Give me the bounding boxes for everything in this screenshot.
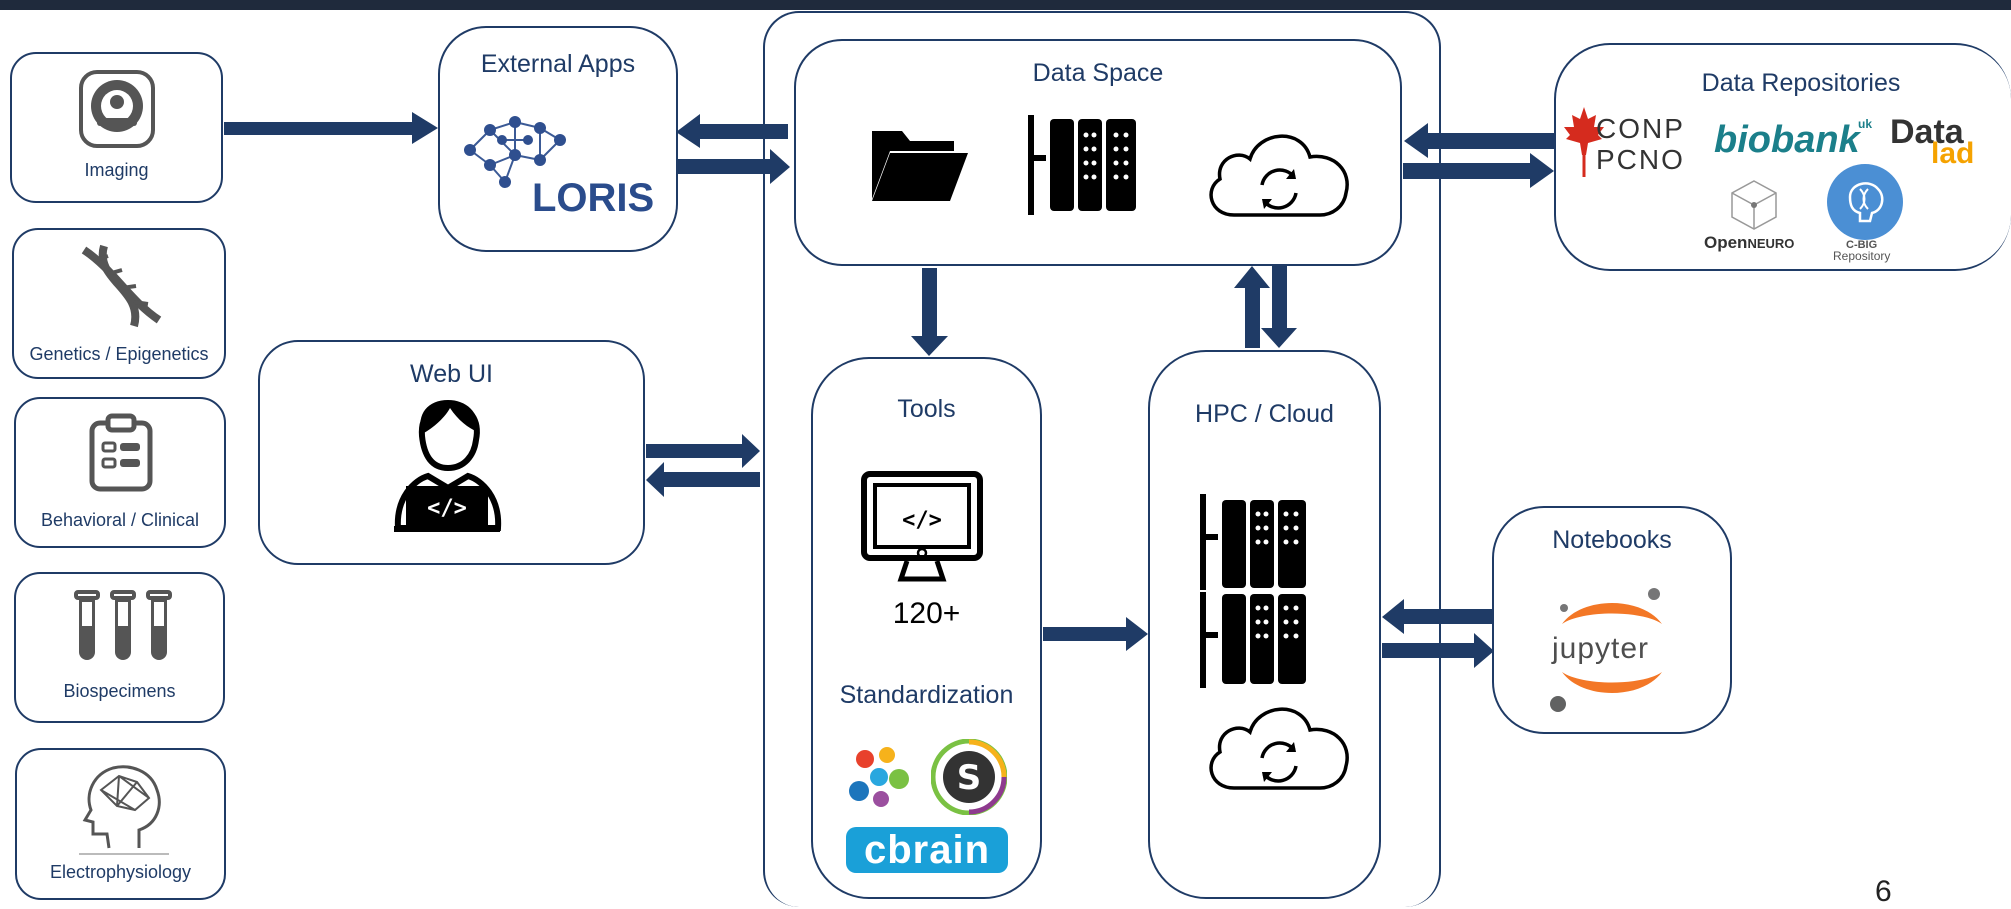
tools-box: Tools </> 120+ Standardization S cbrain [811, 357, 1042, 899]
developer-laptop-icon: </> [394, 400, 502, 532]
cbig-repository-icon [1827, 164, 1903, 240]
notebooks-box: Notebooks jupyter [1492, 506, 1732, 734]
tools-count: 120+ [892, 597, 961, 630]
data-space-title: Data Space [1032, 59, 1164, 87]
notebooks-title: Notebooks [1552, 526, 1672, 554]
folder-icon [872, 131, 968, 201]
data-repositories-title: Data Repositories [1701, 69, 1901, 97]
source-behavioral: Behavioral / Clinical [14, 397, 226, 548]
external-apps-box: External Apps LORIS [438, 26, 678, 252]
jupyter-logo-icon [1550, 588, 1662, 712]
clipboard-icon [89, 413, 153, 492]
mri-scanner-icon [79, 70, 155, 148]
standardization-label: Standardization [839, 681, 1014, 709]
source-imaging: Imaging [10, 52, 223, 203]
openneuro-cube-icon [1731, 180, 1777, 230]
cloud-sync-icon [1209, 707, 1349, 790]
dna-icon [81, 244, 162, 328]
arrow-imaging-to-external-apps [224, 112, 438, 144]
top-bar [0, 0, 2011, 10]
source-label: Biospecimens [63, 681, 176, 701]
cbrain-logo: cbrain [846, 827, 1008, 873]
brain-head-icon [79, 765, 169, 855]
source-label: Electrophysiology [49, 862, 192, 882]
cbig-logo-line2: Repository [1833, 249, 1891, 263]
conp-logo-line2: PCNO [1596, 144, 1685, 175]
cloud-sync-icon [1209, 134, 1349, 217]
page-number: 6 [1875, 875, 1892, 908]
server-rack-icon [1028, 115, 1136, 215]
loris-logo: LORIS [532, 176, 655, 220]
cbig-logo-line1: C-BIG [1846, 239, 1878, 251]
source-label: Genetics / Epigenetics [29, 344, 209, 364]
source-label: Behavioral / Clinical [40, 510, 200, 530]
jupyter-logo-text: jupyter [1552, 632, 1650, 665]
tools-title: Tools [897, 395, 956, 423]
svg-text:</>: </> [902, 508, 942, 533]
external-apps-title: External Apps [480, 50, 636, 78]
source-label: Imaging [84, 160, 149, 180]
biobank-logo-sup: uk [1858, 117, 1873, 131]
standardization-s-logo-icon: S [931, 739, 1007, 815]
hpc-cloud-title: HPC / Cloud [1195, 400, 1334, 428]
maple-leaf-icon [1564, 107, 1604, 177]
source-biospecimens: Biospecimens [14, 572, 225, 723]
conp-logo-line1: CONP [1596, 113, 1685, 144]
data-repositories-box: Data Repositories CONP PCNO biobank uk D… [1554, 43, 2011, 271]
source-genetics: Genetics / Epigenetics [12, 228, 226, 379]
datalad-logo-bottom: lad [1931, 137, 1975, 170]
test-tubes-icon [74, 590, 172, 660]
arrow-web-ui-to-platform [646, 434, 760, 468]
svg-text:</>: </> [427, 496, 467, 521]
bids-logo-icon [849, 747, 909, 807]
data-space-box: Data Space [794, 39, 1402, 266]
web-ui-box: Web UI </> [258, 340, 645, 565]
hpc-cloud-box: HPC / Cloud [1148, 350, 1381, 899]
svg-text:S: S [957, 758, 982, 798]
web-ui-title: Web UI [410, 360, 493, 388]
loris-network-icon [464, 116, 566, 188]
arrow-platform-to-web-ui [646, 462, 760, 497]
openneuro-logo: OpenNEURO [1704, 233, 1795, 252]
biobank-logo: biobank [1714, 119, 1860, 161]
server-rack-icon [1200, 494, 1306, 590]
source-electrophysiology: Electrophysiology [15, 748, 226, 900]
datalad-logo-top: Data [1890, 113, 1964, 151]
code-monitor-icon: </> [861, 471, 983, 582]
server-rack-icon [1200, 592, 1306, 688]
